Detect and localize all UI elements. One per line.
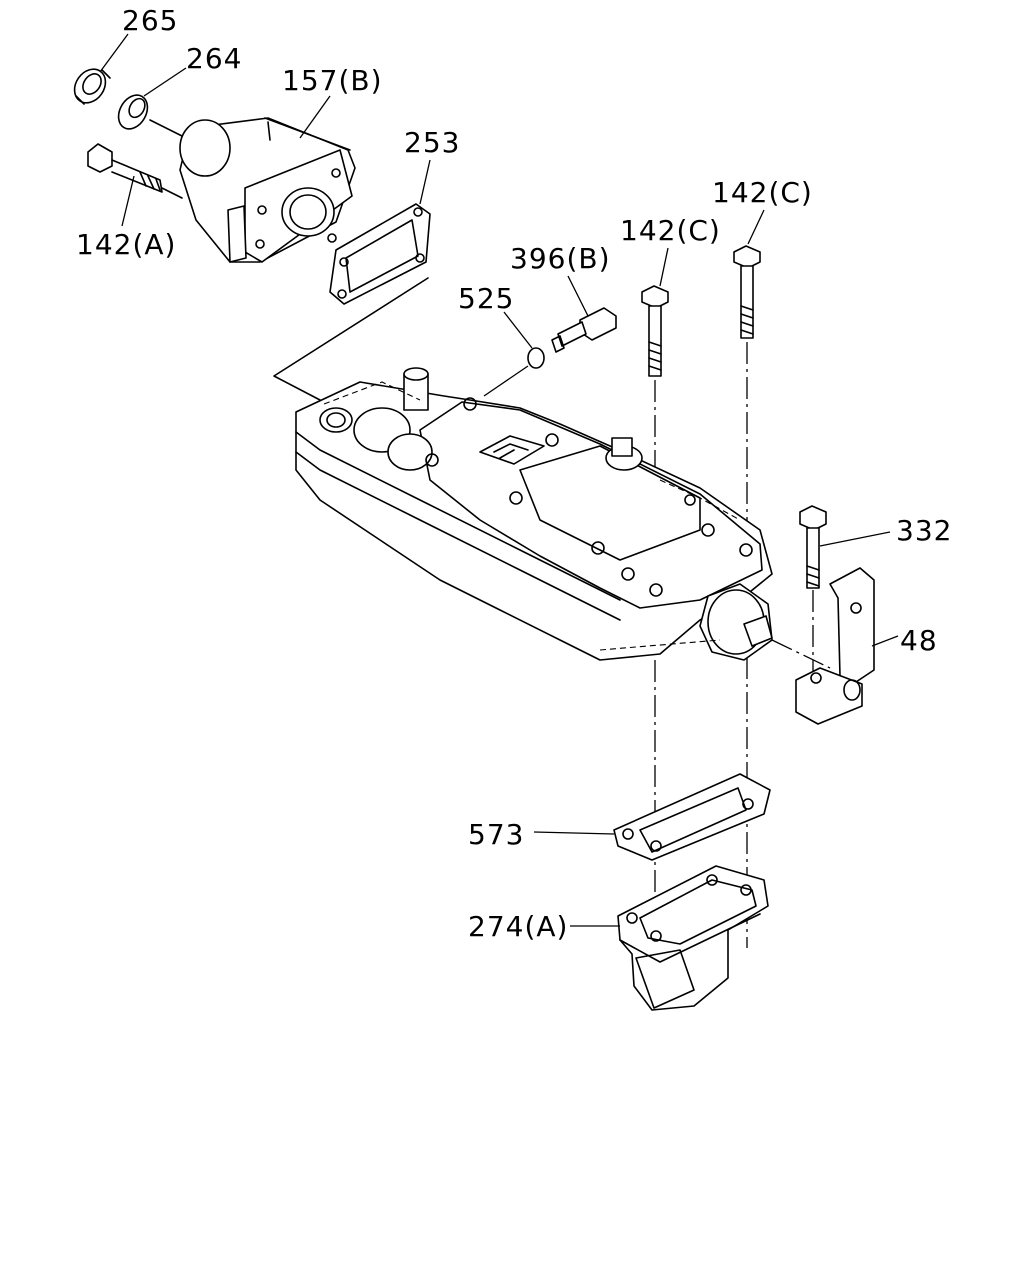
assembly-outline xyxy=(273,277,429,401)
part-573-gasket xyxy=(613,773,771,861)
callout-142c-left: 142(C) xyxy=(620,214,721,247)
oring-connection-line xyxy=(483,365,529,397)
callout-396b: 396(B) xyxy=(510,242,611,275)
part-48-bracket xyxy=(795,567,875,725)
main-block xyxy=(295,367,773,661)
callout-253: 253 xyxy=(404,126,460,159)
callout-525: 525 xyxy=(458,282,514,315)
callout-265: 265 xyxy=(122,4,178,37)
part-157b-housing xyxy=(179,117,356,263)
part-142c-left-bolt xyxy=(641,285,669,377)
callout-157b: 157(B) xyxy=(282,64,383,97)
leader-142c-left xyxy=(659,247,669,287)
callout-274a: 274(A) xyxy=(468,910,568,943)
leader-142c-right xyxy=(747,209,765,245)
leader-264 xyxy=(143,67,187,97)
callout-142c-right: 142(C) xyxy=(712,176,813,209)
callout-332: 332 xyxy=(896,514,952,547)
leader-265 xyxy=(99,33,129,73)
part-265-seal xyxy=(73,68,111,105)
part-396b-sensor xyxy=(551,307,617,353)
bracket-axis xyxy=(771,639,831,669)
leader-253 xyxy=(419,159,431,205)
washer-axis-line xyxy=(149,119,183,137)
part-264-washer xyxy=(117,94,149,130)
leader-525 xyxy=(503,311,533,349)
leader-48 xyxy=(871,635,899,647)
leader-332 xyxy=(819,531,891,547)
part-332-bolt xyxy=(799,505,827,589)
part-525-oring xyxy=(527,347,545,369)
leader-142a xyxy=(121,175,135,227)
part-142c-right-bolt xyxy=(733,245,761,339)
leader-573 xyxy=(533,831,615,835)
part-274a-outlet xyxy=(617,865,769,1011)
callout-264: 264 xyxy=(186,42,242,75)
part-253-gasket xyxy=(329,203,431,305)
part-142a-bolt xyxy=(87,143,183,199)
callout-573: 573 xyxy=(468,818,524,851)
callout-48: 48 xyxy=(900,624,938,657)
leader-157b xyxy=(299,95,331,139)
leader-396b xyxy=(567,275,589,317)
callout-142a: 142(A) xyxy=(76,228,176,261)
